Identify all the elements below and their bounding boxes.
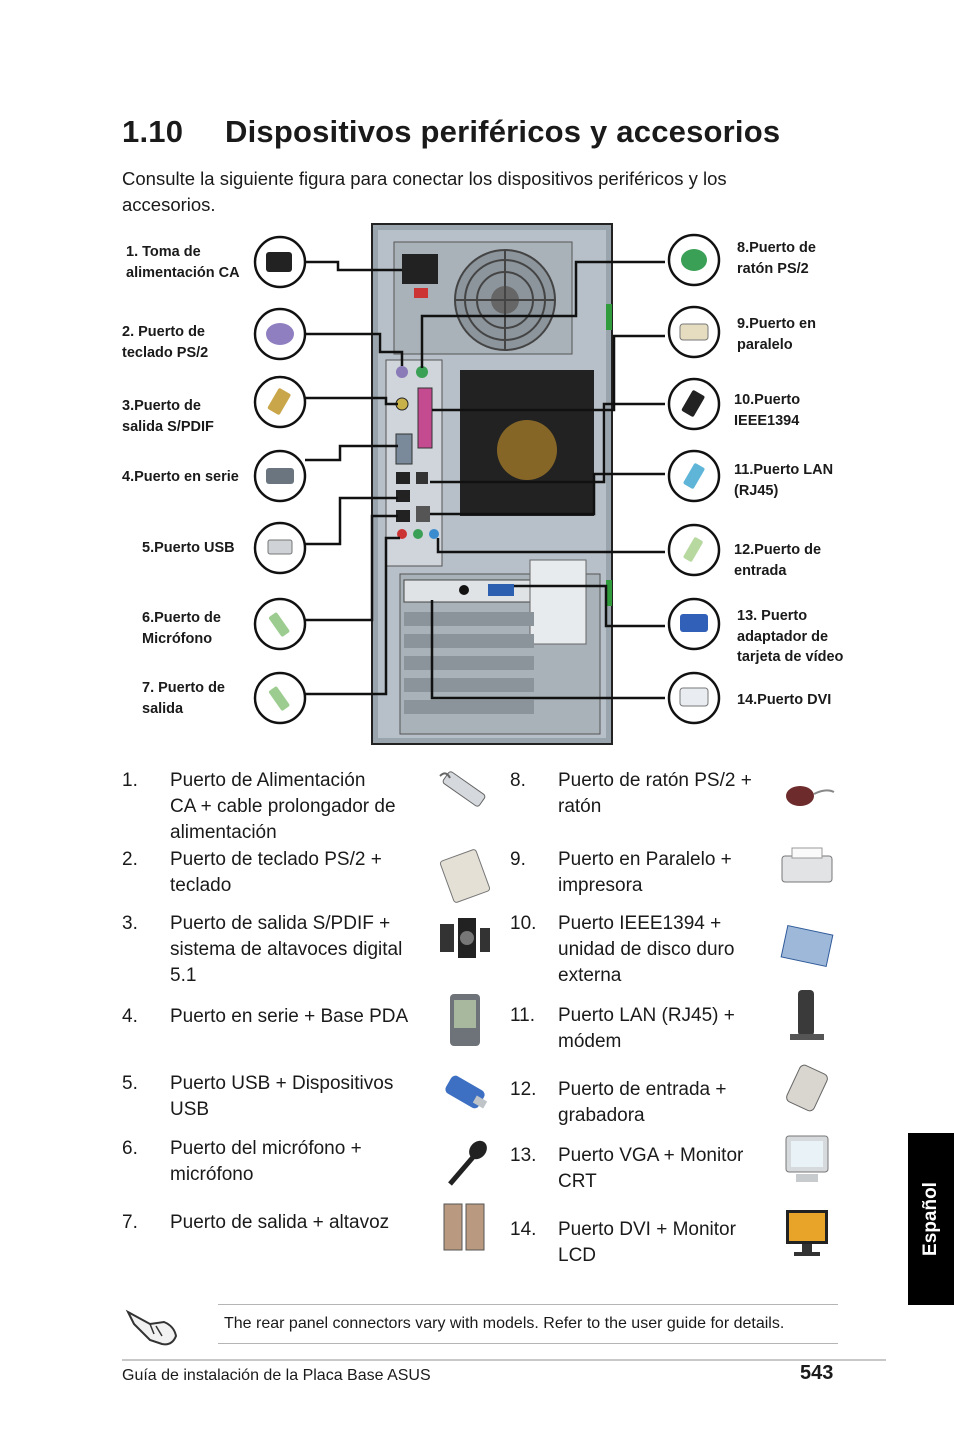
label-ps2-mouse: 8.Puerto de ratón PS/2	[737, 240, 816, 277]
label-lan-port: 11.Puerto LAN (RJ45)	[734, 462, 834, 499]
label-ps2-keyboard: 2. Puerto de teclado PS/2	[122, 324, 209, 361]
page-number: 543	[800, 1362, 834, 1384]
pda-icon	[450, 994, 480, 1046]
label-parallel-port: 9.Puerto en paralelo	[737, 316, 816, 353]
label-serial-port: 4.Puerto en serie	[122, 469, 239, 485]
lcd-monitor-icon	[786, 1210, 828, 1256]
modem-icon	[790, 990, 824, 1040]
label-ac-power: 1. Toma de alimentación CA	[126, 244, 240, 281]
note-text: The rear panel connectors vary with mode…	[224, 1315, 785, 1332]
note-top-rule	[218, 1304, 838, 1305]
footer-text: Guía de instalación de la Placa Base ASU…	[122, 1367, 431, 1384]
language-tab: Español	[908, 1133, 954, 1305]
footer-rule	[122, 1359, 886, 1361]
section-title-text: Dispositivos periféricos y accesorios	[225, 114, 781, 149]
label-line-in: 12.Puerto de entrada	[734, 542, 822, 579]
label-vga-adapter: 13. Puerto adaptador de tarjeta de vídeo	[737, 608, 844, 665]
printer-icon	[781, 847, 833, 883]
label-mic-port: 6.Puerto de Micrófono	[142, 610, 221, 647]
rear-panel-diagram: 1. Toma de alimentación CA 2. Puerto de …	[0, 220, 954, 750]
hand-pointer-icon	[125, 1309, 178, 1346]
intro-paragraph: Consulte la siguiente figura para conect…	[122, 168, 727, 215]
label-dvi-port: 14.Puerto DVI	[737, 692, 832, 708]
keyboard-icon	[439, 849, 491, 903]
mouse-icon	[786, 786, 835, 806]
label-ieee1394: 10.Puerto IEEE1394	[734, 392, 801, 429]
label-line-out: 7. Puerto de salida	[142, 680, 225, 717]
rear-panel-illustration	[253, 223, 721, 745]
language-tab-label: Español	[920, 1182, 941, 1256]
external-hdd-icon	[780, 924, 834, 968]
usb-drive-icon	[445, 1075, 488, 1109]
section-title: 1.10 Dispositivos periféricos y accesorio…	[122, 114, 780, 150]
crt-monitor-icon	[785, 1135, 829, 1182]
power-strip-icon	[439, 771, 486, 807]
note-bottom-rule	[218, 1343, 838, 1344]
label-spdif-out: 3.Puerto de salida S/PDIF	[122, 398, 214, 435]
label-usb-port: 5.Puerto USB	[142, 540, 235, 556]
recorder-icon	[786, 1064, 828, 1112]
speaker-system-icon	[440, 918, 490, 958]
section-number: 1.10	[122, 114, 184, 149]
speakers-icon	[443, 1203, 485, 1251]
microphone-icon	[448, 1140, 487, 1186]
